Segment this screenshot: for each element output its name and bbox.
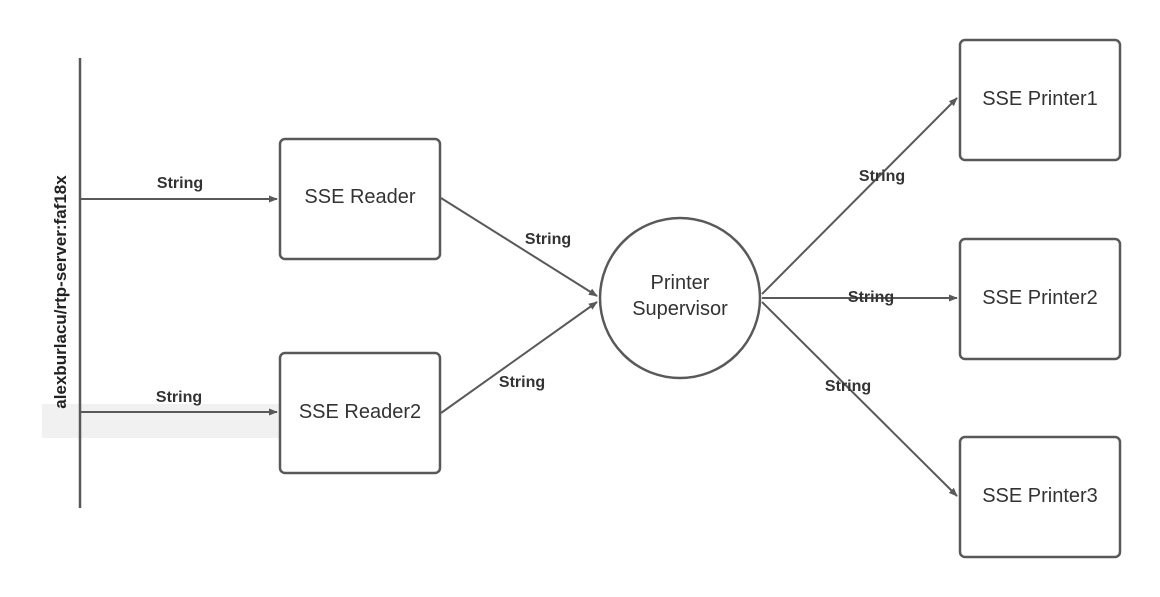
node-sse-printer2: SSE Printer2	[958, 237, 1122, 361]
node-label-sse-printer1: SSE Printer1	[982, 88, 1098, 110]
edge-label-reader2-supervisor: String	[499, 374, 545, 391]
edge-reader2-to-supervisor	[440, 301, 598, 414]
node-label-sse-reader2: SSE Reader2	[299, 401, 421, 423]
edge-label-supervisor-printer3: String	[825, 378, 871, 395]
node-printer-supervisor: Printer Supervisor	[598, 216, 762, 380]
node-sse-printer3: SSE Printer3	[958, 435, 1122, 559]
node-label-sse-printer2: SSE Printer2	[982, 287, 1098, 309]
edge-supervisor-to-printer1	[761, 97, 958, 295]
source-label: alexburlacu/rtp-server:faf18x	[51, 175, 70, 409]
node-label-supervisor-line1: Printer	[651, 272, 710, 294]
edge-supervisor-to-printer3	[761, 301, 958, 497]
node-sse-reader: SSE Reader	[278, 137, 442, 261]
edge-label-source-reader1: String	[157, 175, 203, 192]
edge-reader1-to-supervisor	[440, 197, 598, 297]
node-label-sse-reader: SSE Reader	[304, 186, 416, 208]
node-sse-printer1: SSE Printer1	[958, 38, 1122, 162]
edge-label-supervisor-printer1: String	[859, 168, 905, 185]
node-label-supervisor-line2: Supervisor	[632, 298, 728, 320]
node-label-sse-printer3: SSE Printer3	[982, 485, 1098, 507]
node-sse-reader2: SSE Reader2	[278, 351, 442, 475]
edge-label-supervisor-printer2: String	[848, 289, 894, 306]
highlight-band	[42, 404, 282, 438]
edge-label-source-reader2: String	[156, 389, 202, 406]
edge-label-reader1-supervisor: String	[525, 231, 571, 248]
